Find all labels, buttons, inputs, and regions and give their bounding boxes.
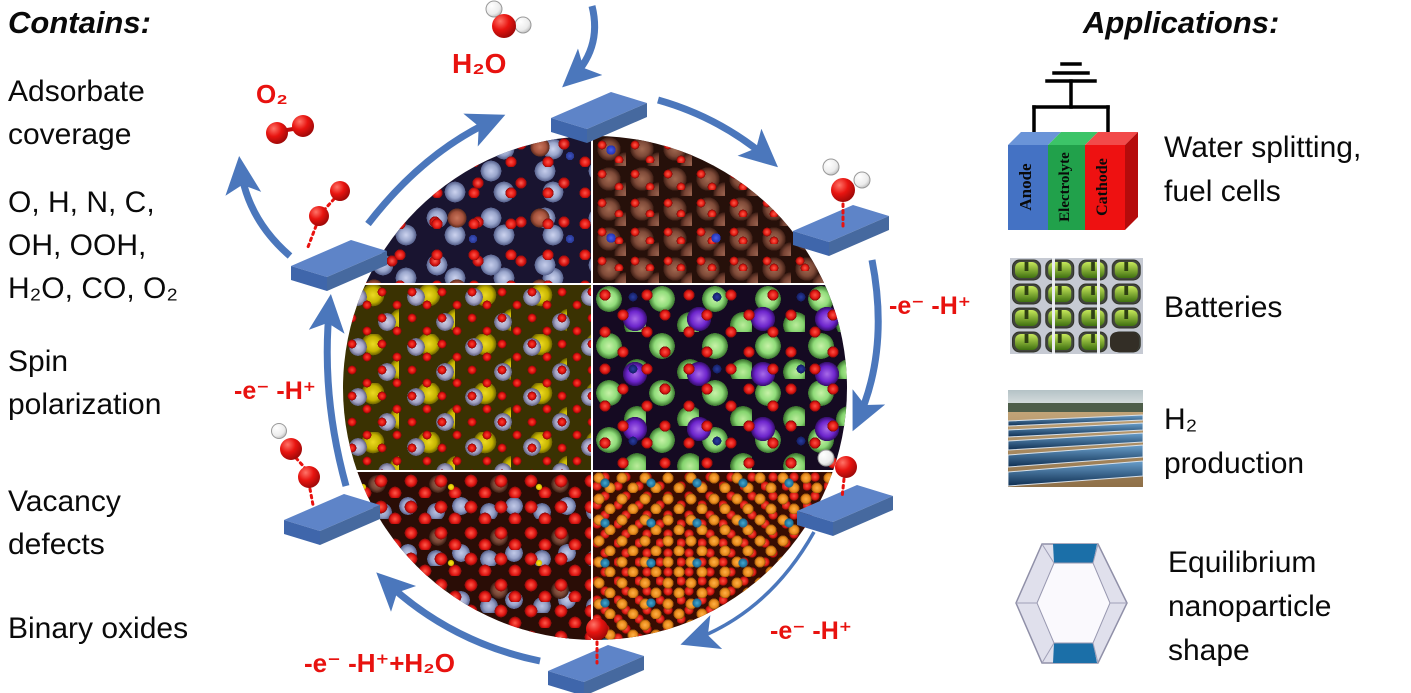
water-molecule-free: [485, 0, 532, 38]
hydroperoxo-adsorbed: [271, 423, 320, 507]
collage-panel-doped-hematite: [593, 136, 847, 283]
collage-panel-yellow-oxide: [343, 285, 591, 470]
top-facet: [1053, 544, 1097, 563]
o2-label: O₂: [256, 79, 288, 109]
cathode-box: [1085, 145, 1125, 230]
bottom-facet: [1053, 643, 1097, 663]
electrolyte-label: Electrolyte: [1057, 152, 1073, 222]
hexagonal-nanoparticle-icon: [1008, 536, 1134, 673]
anode-box: [1008, 145, 1048, 230]
oxygen-molecule-free: [266, 115, 314, 144]
ground-symbol: [1032, 62, 1110, 140]
catalyst-slab-bottom: [548, 645, 644, 693]
arrow-o2-release: [225, 156, 293, 259]
surface-structure-collage: [343, 136, 847, 640]
contains-item-adsorbate-coverage: Adsorbate coverage: [8, 75, 145, 151]
step-label-right: -e⁻ -H⁺: [889, 292, 971, 320]
collage-panel-rutile-oxide: [593, 472, 847, 640]
electrochemical-cell-icon: Anode Electrolyte Cathode: [998, 50, 1150, 245]
step-label-left: -e⁻ -H⁺: [234, 377, 316, 405]
step-label-bottom-right: -e⁻ -H⁺: [770, 617, 852, 645]
collage-panel-amorphous-oxide: [343, 136, 591, 283]
application-label-batteries: Batteries: [1164, 291, 1283, 324]
applications-title: Applications:: [1083, 5, 1280, 40]
anode-label: Anode: [1016, 163, 1035, 211]
application-label-nanoparticle-shape: Equilibrium nanoparticle shape: [1168, 546, 1332, 667]
application-label-water-splitting: Water splitting, fuel cells: [1164, 131, 1362, 208]
arrow-h2o-inflow: [562, 5, 603, 88]
electrolyte-box: [1048, 145, 1085, 230]
application-label-h2-production: H₂ production: [1164, 403, 1305, 480]
contains-item-vacancy-defects: Vacancy defects: [8, 485, 121, 561]
collage-panel-mixed-oxide: [343, 472, 591, 640]
step-label-bottom-left: -e⁻ -H⁺+H₂O: [304, 648, 455, 678]
contains-item-spin-polarization: Spin polarization: [8, 345, 162, 421]
h2o-label: H₂O: [452, 48, 507, 79]
contains-item-species-list: O, H, N, C, OH, OOH, H₂O, CO, O₂: [8, 186, 178, 305]
arrow-right-down: [852, 259, 886, 432]
panel-rows: [1007, 414, 1144, 487]
battery-pack-photo: [1010, 258, 1143, 359]
contains-title: Contains:: [8, 5, 151, 40]
solar-farm-photo: [1007, 390, 1144, 492]
collage-panel-perovskite: [593, 285, 847, 470]
contains-item-binary-oxides: Binary oxides: [8, 612, 189, 645]
cathode-label: Cathode: [1094, 158, 1111, 216]
